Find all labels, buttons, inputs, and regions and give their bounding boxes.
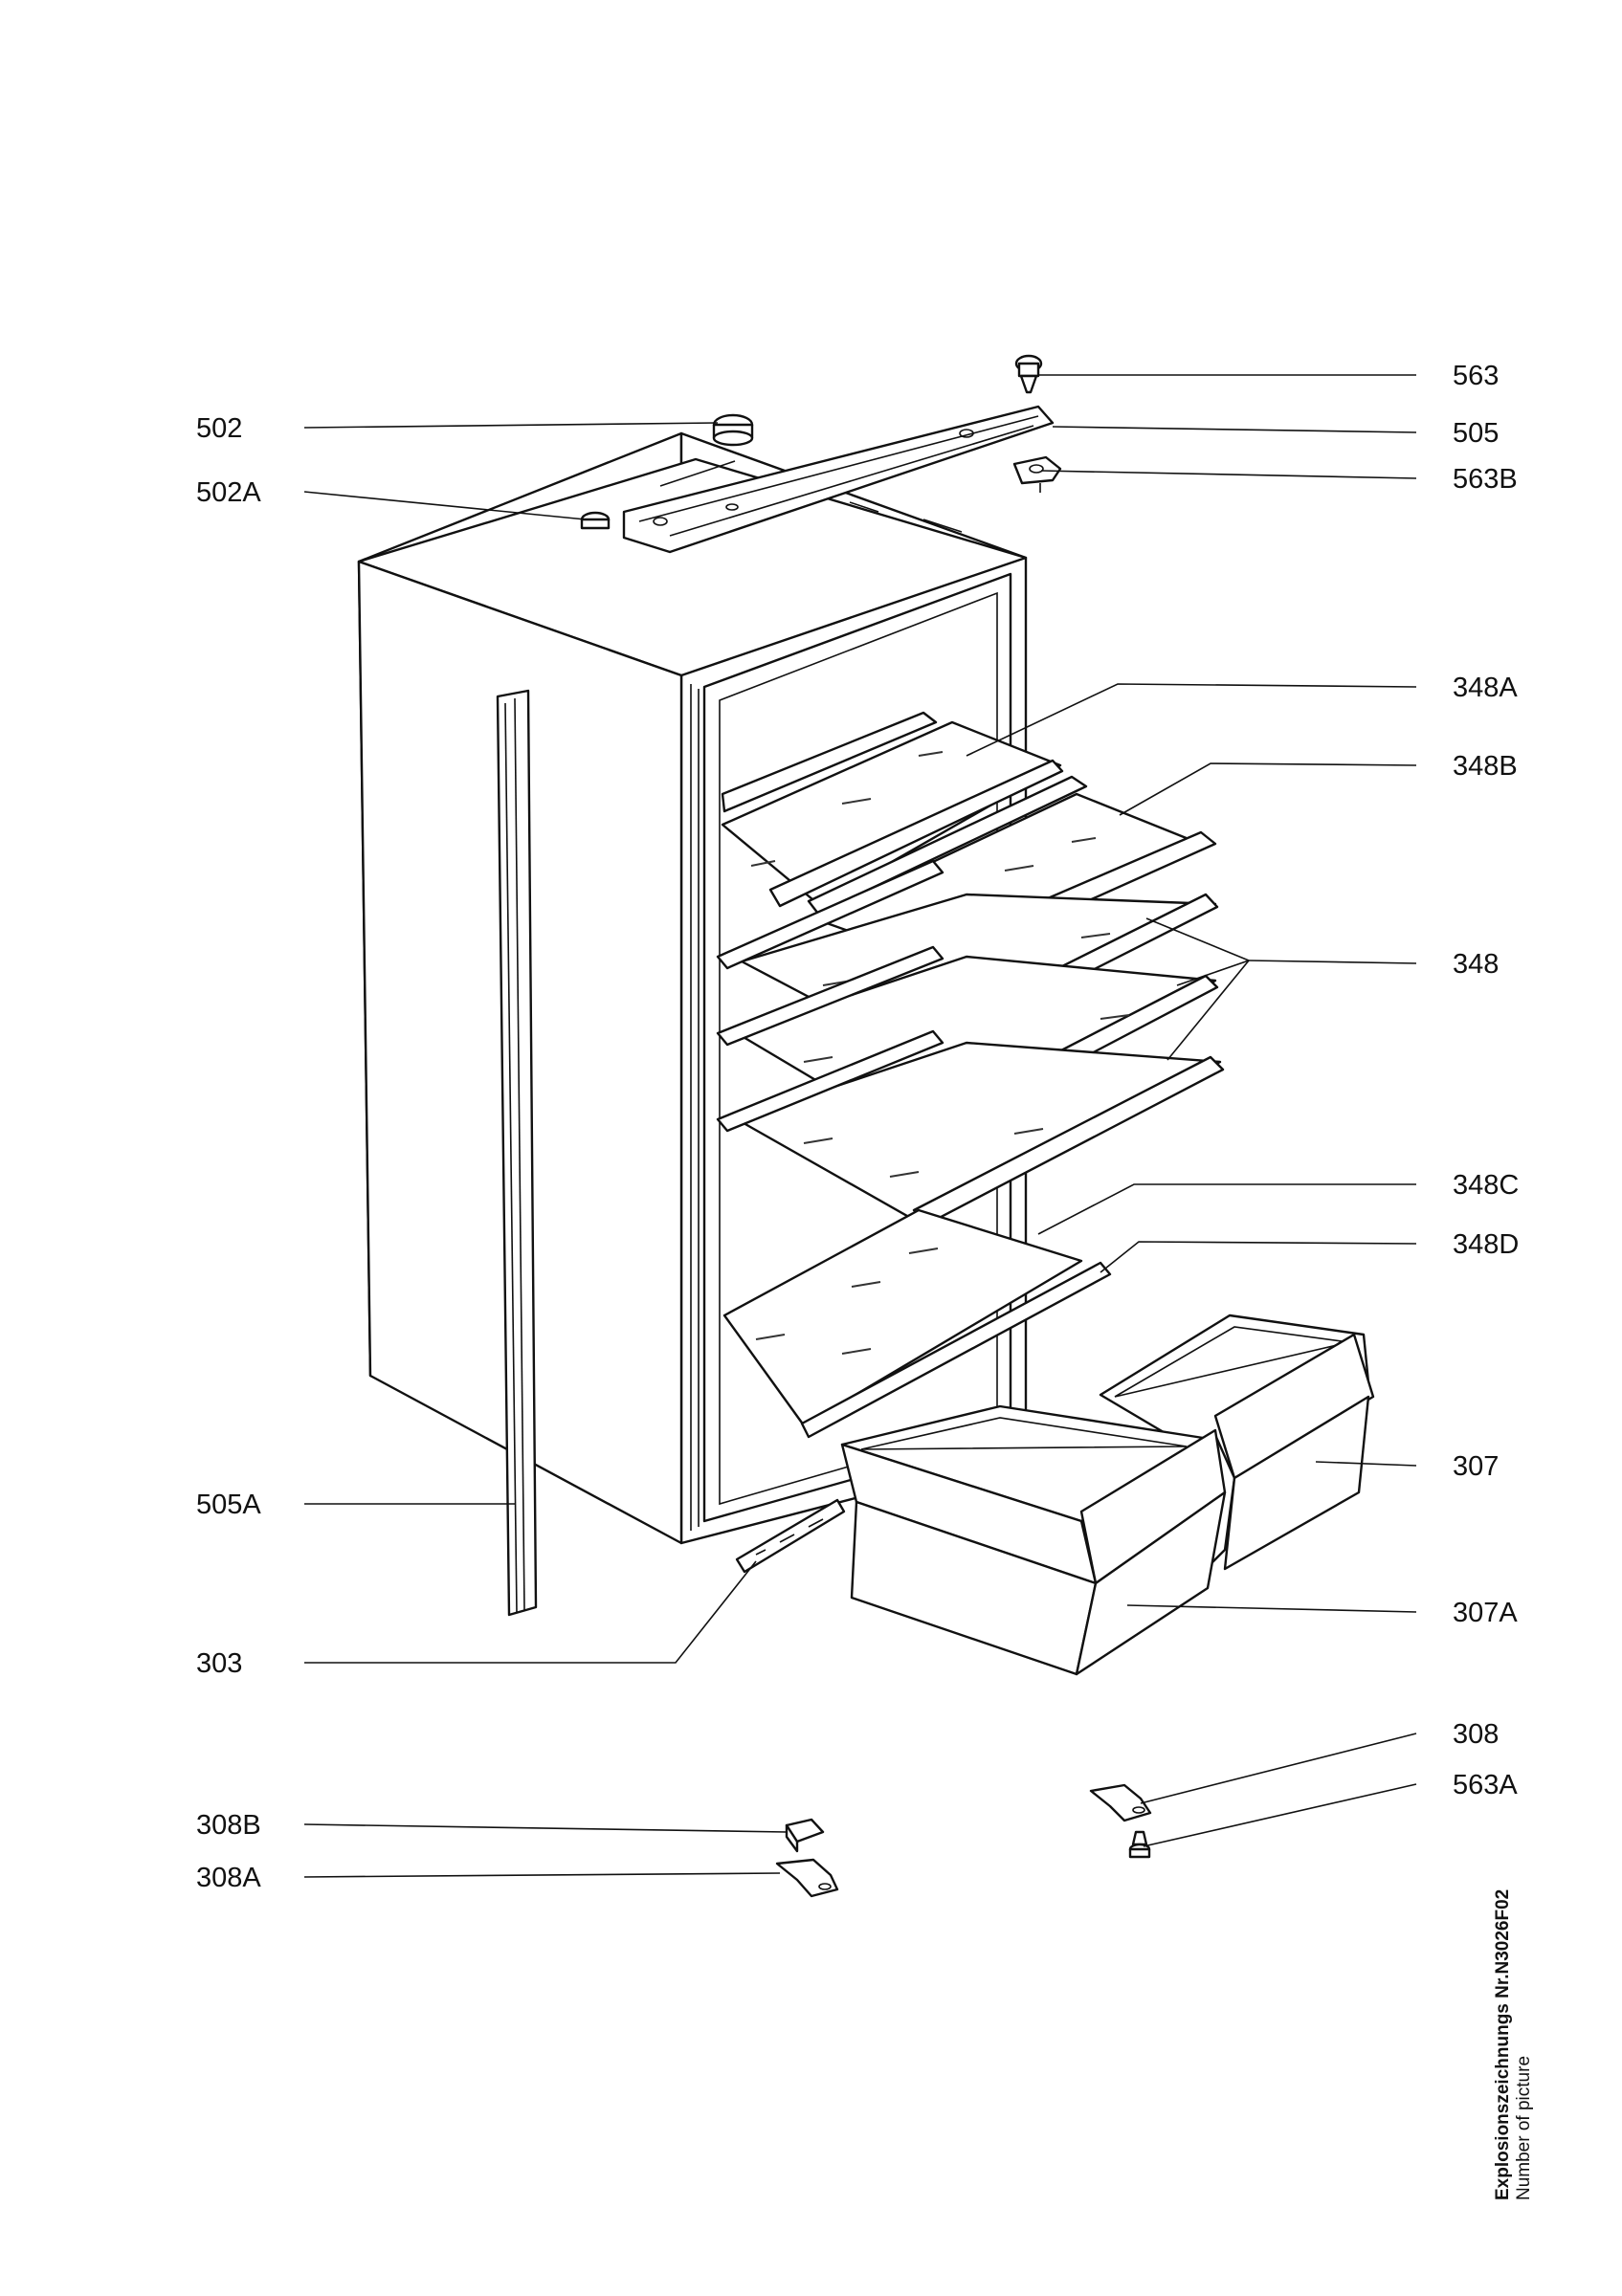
part-label-563b: 563B xyxy=(1453,464,1518,495)
picture-number-block: Explosionszeichnungs Nr.N3026F02 Number … xyxy=(1493,1889,1535,2200)
shelf-348-lower xyxy=(716,1029,1225,1226)
part-label-505a: 505A xyxy=(196,1490,261,1520)
hinge-pin-563a xyxy=(1128,1830,1151,1859)
part-label-348d: 348D xyxy=(1453,1229,1519,1260)
hinge-pin-top xyxy=(1014,354,1043,394)
rail-part-303 xyxy=(735,1498,846,1574)
part-label-348: 348 xyxy=(1453,949,1499,980)
door-seal-strip xyxy=(496,689,538,1617)
shelf-trim-348d xyxy=(800,1261,1112,1439)
leader-348b xyxy=(1119,762,1417,816)
leader-348-a xyxy=(1145,917,1250,961)
part-label-502a: 502A xyxy=(196,477,261,508)
part-label-308a: 308A xyxy=(196,1863,261,1893)
cover-cap-502a xyxy=(580,511,611,530)
glass-shelf-348c xyxy=(722,1208,1083,1427)
part-label-307: 307 xyxy=(1453,1451,1499,1482)
part-label-303: 303 xyxy=(196,1648,242,1679)
picture-number-title: Explosionszeichnungs Nr.N3026F02 xyxy=(1493,1888,1513,2200)
leader-303 xyxy=(304,1560,757,1664)
leader-348a xyxy=(966,683,1417,757)
part-label-563: 563 xyxy=(1453,361,1499,391)
leader-563b xyxy=(1040,470,1417,479)
leader-348d xyxy=(1100,1241,1417,1273)
part-label-502: 502 xyxy=(196,413,242,444)
part-label-348a: 348A xyxy=(1453,673,1518,703)
leader-lines xyxy=(303,374,1417,1878)
hinge-plate-308a xyxy=(775,1858,839,1898)
leader-502 xyxy=(303,422,719,429)
leader-348 xyxy=(1248,960,1417,964)
part-label-348b: 348B xyxy=(1453,751,1518,782)
leader-348-b xyxy=(1176,960,1250,986)
leader-348c xyxy=(1037,1183,1416,1235)
bracket-308b xyxy=(785,1818,825,1853)
top-hinge-rail xyxy=(622,405,1055,554)
leader-308a xyxy=(303,1872,781,1878)
leader-308b xyxy=(303,1823,788,1833)
part-label-348c: 348C xyxy=(1453,1170,1519,1201)
picture-number-subtitle: Number of picture xyxy=(1514,2055,1534,2200)
cover-cap-502 xyxy=(712,413,754,447)
leader-505 xyxy=(1052,426,1417,433)
hinge-plate-308 xyxy=(1089,1783,1152,1822)
hinge-bracket-563b xyxy=(1012,455,1062,493)
leader-563a xyxy=(1143,1783,1417,1847)
crisper-drawer-307a xyxy=(840,1404,1227,1676)
leader-308 xyxy=(1140,1733,1417,1804)
leader-502a xyxy=(303,491,587,520)
leader-307a xyxy=(1126,1604,1417,1613)
part-label-307a: 307A xyxy=(1453,1598,1518,1628)
part-label-563a: 563A xyxy=(1453,1770,1518,1800)
part-label-308: 308 xyxy=(1453,1719,1499,1750)
leader-348-c xyxy=(1167,960,1250,1061)
shelf-348a xyxy=(721,711,1064,908)
part-label-505: 505 xyxy=(1453,418,1499,449)
part-label-308b: 308B xyxy=(196,1810,261,1841)
part-labels: 563 505 563B 502 502A 348A 348B 348 348C… xyxy=(196,361,1519,1893)
leader-307 xyxy=(1315,1461,1417,1467)
